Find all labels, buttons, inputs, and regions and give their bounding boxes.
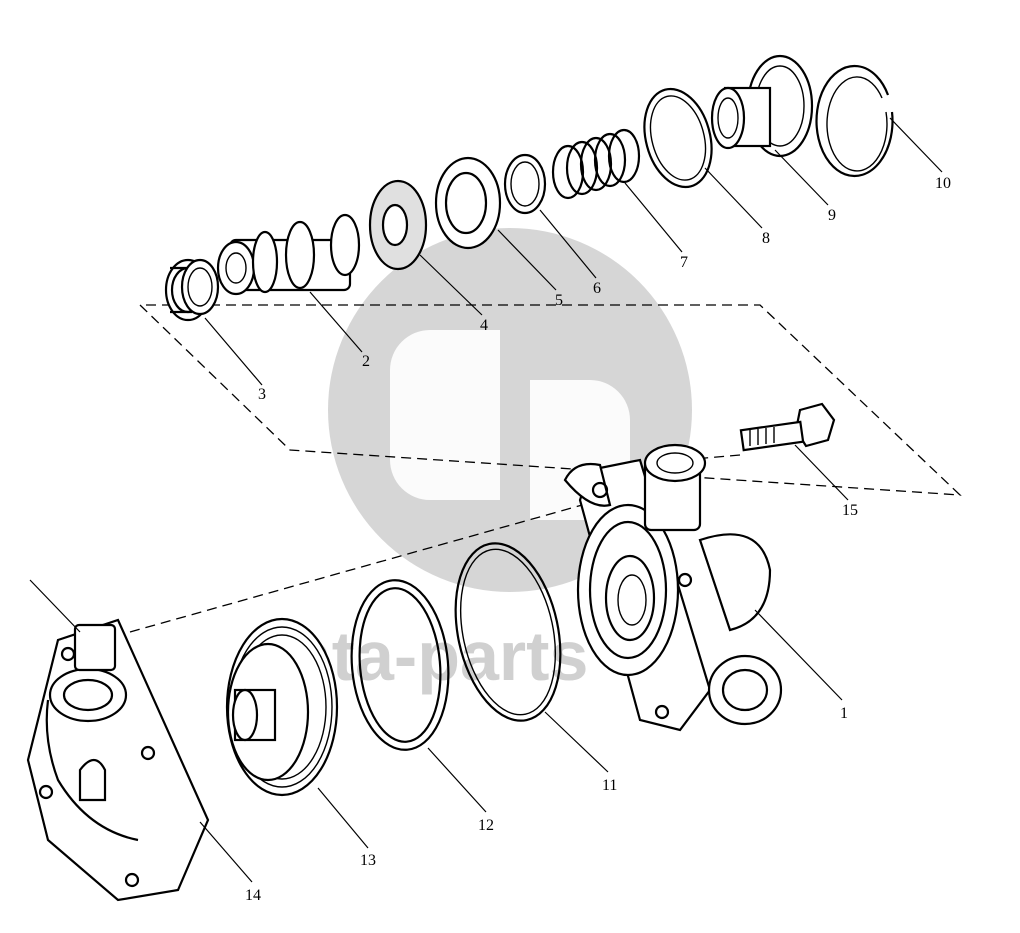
leader-lines [29,117,943,883]
callout-1: 1 [840,705,848,722]
part-10-snap-ring [815,64,894,178]
part-4-washer [368,179,428,271]
part-15-bolt [739,402,836,452]
part-2-spool [216,213,361,296]
part-14-cover [26,618,210,902]
callout-6: 6 [593,280,601,297]
part-3-bushing [164,258,220,322]
callout-15: 15 [842,502,858,519]
callout-10: 10 [935,175,951,192]
part-6-o-ring [503,153,547,215]
callout-4: 4 [480,317,488,334]
part-5-seal [434,156,502,250]
part-12-o-ring [350,579,450,751]
part-9-sleeve [710,54,814,158]
callout-5: 5 [555,292,563,309]
callout-2: 2 [362,353,370,370]
callout-8: 8 [762,230,770,247]
assembly-lines [129,304,962,633]
part-1-housing [563,443,783,732]
callout-7: 7 [680,254,688,271]
part-8-o-ring [643,87,713,189]
callout-14: 14 [245,887,261,904]
part-13-piston [225,617,339,797]
callout-3: 3 [258,386,266,403]
callout-9: 9 [828,207,836,224]
part-11-o-ring [454,542,562,722]
callout-11: 11 [602,777,617,794]
callout-13: 13 [360,852,376,869]
callout-labels: 1 2 3 4 5 6 7 8 9 10 11 12 13 14 15 [245,175,951,904]
watermark: data-parts [250,228,692,695]
callout-12: 12 [478,817,494,834]
part-7-spring [551,128,641,200]
